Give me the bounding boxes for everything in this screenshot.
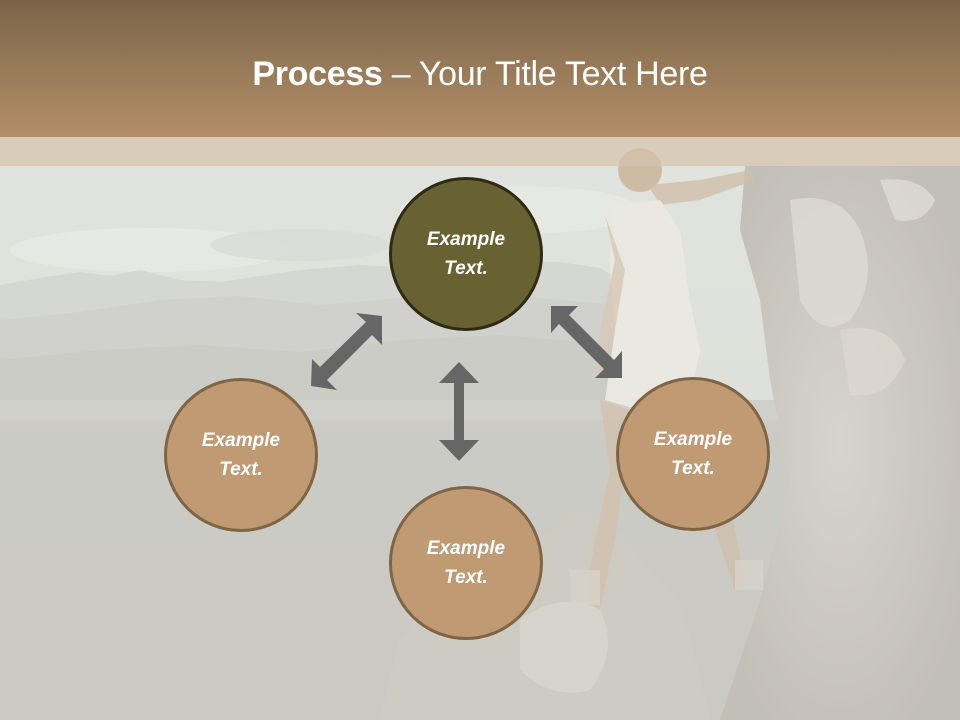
node-label-line1: Example [426, 538, 506, 559]
process-node-top[interactable]: Example Text. [389, 177, 543, 331]
slide-title-bold: Process [252, 55, 383, 93]
node-label-line1: Example [201, 430, 281, 451]
title-band [0, 0, 960, 137]
process-node-bottom[interactable]: Example Text. [389, 486, 543, 640]
process-node-left[interactable]: Example Text. [164, 378, 318, 532]
node-label-line1: Example [653, 429, 733, 450]
title-band-shadow-strip [0, 137, 960, 166]
process-node-right[interactable]: Example Text. [616, 377, 770, 531]
node-label-line2: Text. [444, 567, 488, 588]
slide-title: Process – Your Title Text Here [0, 50, 960, 98]
node-label-line2: Text. [219, 459, 263, 480]
node-label-line2: Text. [444, 258, 488, 279]
node-label-line1: Example [426, 229, 506, 250]
slide-title-rest: – Your Title Text Here [382, 55, 708, 93]
node-label-line2: Text. [671, 458, 715, 479]
